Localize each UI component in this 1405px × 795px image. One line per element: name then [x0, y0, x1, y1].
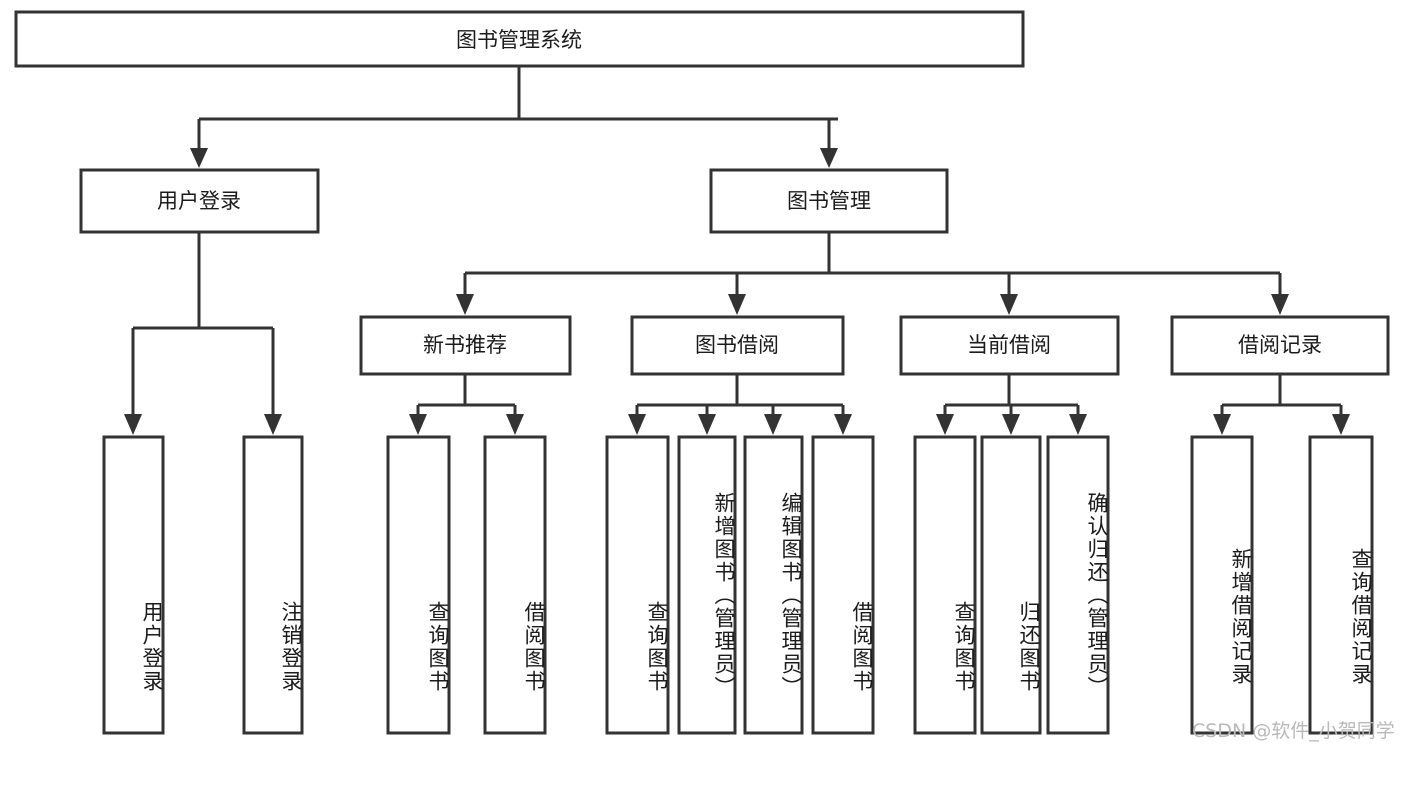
flowchart-diagram: 图书管理系统 用户登录 图书管理 [14, 10, 1395, 742]
node-user-login-label: 用户登录 [157, 189, 241, 213]
node-root[interactable]: 图书管理系统 [14, 10, 1025, 68]
leaf-box-edit-book-admin[interactable] [743, 435, 804, 735]
node-borrow-record[interactable]: 借阅记录 [1170, 315, 1390, 376]
csdn-watermark: CSDN @软件_小贺同学 [1192, 720, 1395, 742]
leaf-box-query-book-borrow[interactable] [605, 435, 670, 735]
leaf-box-confirm-return-admin[interactable] [1046, 435, 1110, 735]
leaf-box-add-book-admin[interactable] [677, 435, 737, 735]
node-book-management[interactable]: 图书管理 [709, 168, 949, 234]
leaf-box-return-book[interactable] [980, 435, 1042, 735]
node-borrow-record-label: 借阅记录 [1238, 333, 1322, 357]
node-root-label: 图书管理系统 [456, 28, 582, 52]
leaf-box-query-book-current[interactable] [913, 435, 977, 735]
connector-book-borrow-to-leaves [628, 374, 852, 435]
leaf-box-borrow-book[interactable] [811, 435, 875, 735]
node-new-book-recommend[interactable]: 新书推荐 [359, 315, 572, 376]
connector-new-book-recommend-to-leaves [409, 374, 524, 435]
leaf-box-query-book-recommend[interactable] [386, 435, 451, 735]
node-book-borrow[interactable]: 图书借阅 [630, 315, 845, 376]
leaf-box-user-login[interactable] [102, 435, 165, 735]
node-current-borrow-label: 当前借阅 [967, 333, 1051, 357]
node-book-management-label: 图书管理 [787, 189, 871, 213]
connector-root-to-level2 [190, 66, 838, 168]
leaf-box-add-borrow-record[interactable] [1190, 435, 1254, 735]
node-user-login[interactable]: 用户登录 [79, 168, 320, 234]
leaf-box-borrow-book-recommend[interactable] [483, 435, 547, 735]
flowchart-canvas: 图书管理系统 用户登录 图书管理 [14, 10, 1390, 735]
leaf-box-logout[interactable] [242, 435, 304, 735]
leaf-box-query-borrow-record[interactable] [1308, 435, 1374, 735]
node-current-borrow[interactable]: 当前借阅 [899, 315, 1120, 376]
node-book-borrow-label: 图书借阅 [695, 333, 779, 357]
node-new-book-recommend-label: 新书推荐 [423, 333, 507, 357]
connector-borrow-record-to-leaves [1213, 374, 1350, 435]
connector-user-login-to-leaves [124, 232, 282, 435]
connector-book-management-to-level3 [456, 232, 1289, 315]
connector-current-borrow-to-leaves [936, 374, 1087, 435]
